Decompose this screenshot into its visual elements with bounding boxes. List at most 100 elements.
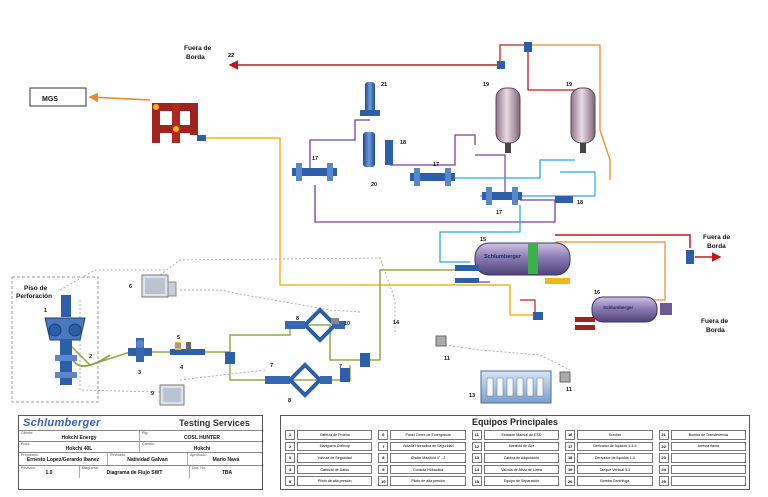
water-line-sep xyxy=(439,205,521,263)
num-17b: 17 xyxy=(433,162,439,168)
equipment-description: Scruber xyxy=(577,430,653,440)
aprob-label: Aprobado: xyxy=(190,453,207,457)
control-line-3 xyxy=(179,369,266,381)
equipment-number: 13 xyxy=(471,453,482,463)
rev-by-label: Revisado: xyxy=(110,453,126,457)
tb-row-client: Cliente: Hokchi Energy Rig: COSL HUNTER xyxy=(19,430,262,442)
equipment-number: 7 xyxy=(378,441,389,452)
control-line-4 xyxy=(159,257,396,335)
equipment-number: 12 xyxy=(471,441,482,452)
equipment-description: Derivador de liquidos 1-3 xyxy=(577,453,653,463)
equipment-number: 15 xyxy=(471,476,482,486)
revision-value: 1.0 xyxy=(45,470,53,476)
doc-label: Doc. No: xyxy=(192,466,206,470)
purple-line-tank xyxy=(475,154,506,195)
diagrama-value: Diagrama de Flujo SWT xyxy=(106,470,163,476)
num-11a: 11 xyxy=(444,356,450,362)
equipment-description: Derivador de liquidos 1-3-5 xyxy=(577,441,653,452)
esd-station-11b xyxy=(559,371,571,383)
num-17c: 17 xyxy=(496,210,502,216)
drill-floor-outline xyxy=(11,276,99,403)
equipment-description: Cabeza de Prueba xyxy=(297,430,373,440)
num-20: 20 xyxy=(371,182,377,188)
overboard-top-label-1: Fuera de xyxy=(184,45,211,52)
water-line-loop xyxy=(480,171,596,197)
equipment-description: Cabezal de Datos xyxy=(297,464,373,475)
campo-value: Hokchi xyxy=(193,446,211,452)
equipment-description xyxy=(670,476,746,486)
prep-value: Ernesto Lopez/Gerardo Ibanez xyxy=(26,457,100,463)
equipment-item: 23 xyxy=(658,453,746,463)
equipment-description xyxy=(670,453,746,463)
num-19b: 19 xyxy=(566,82,572,88)
equipment-description: Bomba de Transferencia xyxy=(670,430,746,440)
equipment-number: 20 xyxy=(565,476,576,486)
orange-loop-line xyxy=(555,241,666,301)
num-19a: 19 xyxy=(483,82,489,88)
overboard-top-label-2: Borda xyxy=(186,54,205,61)
separator-logo: Schlumberger xyxy=(484,254,522,260)
equipment-description: Equipo de Separación xyxy=(483,476,560,486)
test-head xyxy=(44,295,86,385)
equipment-description: Panel Cierre de Emergencia xyxy=(390,430,466,440)
equipment-number: 14 xyxy=(471,464,482,475)
equipment-description: Arresta flama xyxy=(670,441,746,452)
equipment-description: Piloto de alta presión xyxy=(297,476,373,486)
equipment-description: Estación Manual de ESD xyxy=(483,430,560,440)
prep-label: Preparado: xyxy=(21,453,39,457)
num-18b: 18 xyxy=(577,200,583,206)
centrifugal-pump-20 xyxy=(363,132,393,167)
equipment-description: Consola Hidraulica xyxy=(390,464,466,475)
vent-orange-line xyxy=(530,44,611,180)
equipment-number: 8 xyxy=(378,453,389,463)
equipment-item: 24 xyxy=(658,464,746,475)
diagrama-label: Diagrama: xyxy=(82,466,99,470)
equipment-number: 22 xyxy=(658,441,669,452)
choke-manifold-lower xyxy=(265,362,332,398)
num-1: 1 xyxy=(44,308,47,314)
equipment-number: 19 xyxy=(565,464,576,475)
num-5: 5 xyxy=(177,335,180,341)
rig-value: COSL HUNTER xyxy=(183,435,221,441)
equipment-description: Cabina de Adquisición xyxy=(483,453,560,463)
equipment-number: 5 xyxy=(285,476,295,486)
num-18a: 18 xyxy=(400,140,406,146)
num-22: 22 xyxy=(228,53,234,59)
scrubber xyxy=(575,296,672,330)
separator xyxy=(455,242,571,284)
title-block-title: Testing Services xyxy=(179,418,250,428)
num-16: 16 xyxy=(594,290,600,296)
equipment-number: 9 xyxy=(378,464,389,475)
equipment-number: 23 xyxy=(658,453,669,463)
esd-panel xyxy=(141,274,177,298)
overboard-right2-label-1: Fuera de xyxy=(701,318,728,325)
scrubber-logo: Schlumberger xyxy=(603,305,634,310)
num-13: 13 xyxy=(469,393,475,399)
diverter-17-left xyxy=(292,163,337,181)
overboard-right2-label-2: Borda xyxy=(706,327,725,334)
purple-line-low xyxy=(314,185,556,223)
scrubber-valve xyxy=(533,312,543,320)
equipment-description: Bomba Centrifuga xyxy=(577,476,653,486)
drill-floor-label-2: Perforación xyxy=(16,293,52,300)
hydraulic-valve-upper xyxy=(225,352,235,364)
tb-row-doc: Revision: 1.0 Diagrama: Diagrama de Fluj… xyxy=(19,465,262,478)
equipment-description xyxy=(670,464,746,475)
num-2: 2 xyxy=(89,354,92,360)
esd-station-11 xyxy=(435,335,447,347)
